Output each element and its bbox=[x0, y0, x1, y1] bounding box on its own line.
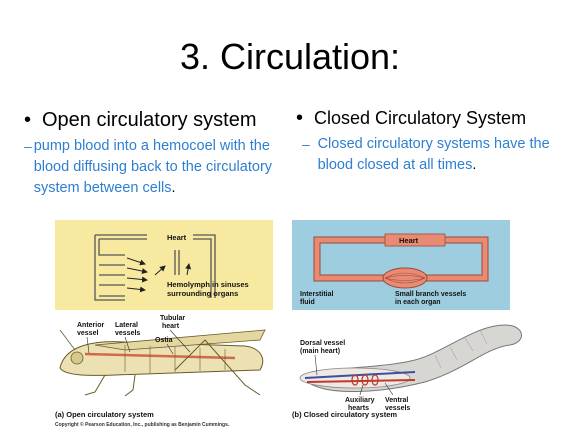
ventral-label-1: Ventral bbox=[385, 397, 408, 404]
circulation-figure: Heart Hemolymph in sinuses surrounding o… bbox=[55, 220, 530, 430]
open-heart-label: Heart bbox=[167, 233, 187, 242]
auxiliary-label-2: hearts bbox=[348, 405, 369, 412]
ventral-label-2: vessels bbox=[385, 405, 410, 412]
closed-heart-label: Heart bbox=[399, 236, 419, 245]
copyright-text: Copyright © Pearson Education, Inc., pub… bbox=[55, 421, 230, 428]
anterior-label-2: vessel bbox=[77, 330, 98, 337]
earthworm-labels: Dorsal vessel (main heart) Auxiliary hea… bbox=[300, 340, 410, 412]
closed-heart-shape bbox=[384, 233, 446, 247]
anterior-label-1: Anterior bbox=[77, 322, 105, 329]
closed-system-heading: Closed Circulatory System bbox=[314, 108, 527, 128]
right-column: • Closed Circulatory System – Closed cir… bbox=[296, 106, 574, 176]
closed-vessel-loop bbox=[313, 236, 489, 289]
lateral-label-1: Lateral bbox=[115, 322, 138, 329]
open-flow-arrows bbox=[126, 257, 192, 293]
sub-dash: – bbox=[302, 136, 310, 152]
closed-system-caption: (b) Closed circulatory system bbox=[292, 410, 397, 419]
bullet-dot: • bbox=[24, 109, 32, 131]
hemolymph-label-1: Hemolymph in sinuses bbox=[167, 280, 249, 289]
interstitial-label-1: Interstitial bbox=[300, 291, 334, 298]
hemolymph-label-2: surrounding organs bbox=[167, 289, 238, 298]
open-system-heading: Open circulatory system bbox=[42, 109, 257, 131]
open-system-description: pump blood into a hemocoel with the bloo… bbox=[33, 138, 273, 196]
small-branch-label-1: Small branch vessels bbox=[395, 291, 466, 298]
slide-title: 3. Circulation: bbox=[179, 36, 401, 77]
interstitial-label-2: fluid bbox=[300, 299, 315, 306]
earthworm-illustration bbox=[299, 324, 522, 392]
lateral-label-2: vessels bbox=[115, 330, 140, 337]
left-column: • Open circulatory system – pump blood i… bbox=[24, 108, 286, 199]
grasshopper-labels: Anterior vessel Lateral vessels Tubular … bbox=[77, 315, 185, 344]
auxiliary-label-1: Auxiliary bbox=[345, 397, 375, 404]
open-system-caption: (a) Open circulatory system bbox=[55, 410, 154, 419]
small-branch-label-2: in each organ bbox=[395, 299, 441, 306]
bullet-dot: • bbox=[296, 107, 304, 129]
dorsal-label-1: Dorsal vessel bbox=[300, 340, 345, 347]
closed-system-description: Closed circulatory systems have the bloo… bbox=[317, 136, 550, 173]
dorsal-label-2: (main heart) bbox=[300, 348, 340, 355]
sub-dash: – bbox=[24, 138, 32, 154]
tubular-label-2: heart bbox=[162, 323, 180, 330]
grasshopper-illustration bbox=[59, 329, 266, 397]
open-heart-shape bbox=[147, 230, 193, 243]
open-vessel-loops bbox=[94, 234, 216, 301]
tubular-label-1: Tubular bbox=[160, 315, 185, 322]
ostia-label: Ostia bbox=[155, 337, 173, 344]
